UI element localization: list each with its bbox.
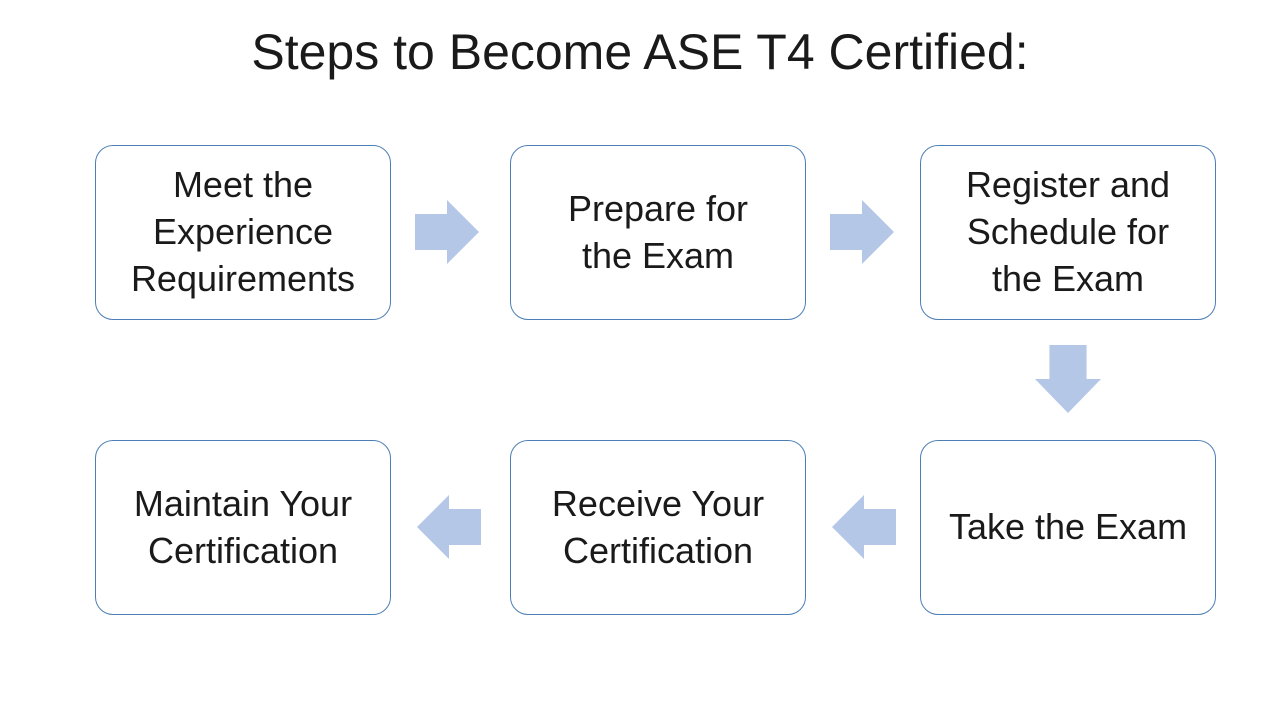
down-arrow-icon — [1035, 345, 1101, 413]
step-box-take-exam: Take the Exam — [920, 440, 1216, 615]
right-arrow-icon — [830, 200, 894, 264]
step-box-meet-experience: Meet the Experience Requirements — [95, 145, 391, 320]
right-arrow-shape — [415, 200, 479, 264]
step-box-receive-certification: Receive Your Certification — [510, 440, 806, 615]
right-arrow-icon — [415, 200, 479, 264]
left-arrow-shape — [832, 495, 896, 559]
left-arrow-shape — [417, 495, 481, 559]
left-arrow-icon — [832, 495, 896, 559]
step-box-prepare-exam: Prepare for the Exam — [510, 145, 806, 320]
step-box-register-schedule: Register and Schedule for the Exam — [920, 145, 1216, 320]
left-arrow-icon — [417, 495, 481, 559]
slide-title: Steps to Become ASE T4 Certified: — [251, 24, 1029, 80]
right-arrow-shape — [830, 200, 894, 264]
down-arrow-shape — [1035, 345, 1101, 413]
step-box-maintain-certification: Maintain Your Certification — [95, 440, 391, 615]
